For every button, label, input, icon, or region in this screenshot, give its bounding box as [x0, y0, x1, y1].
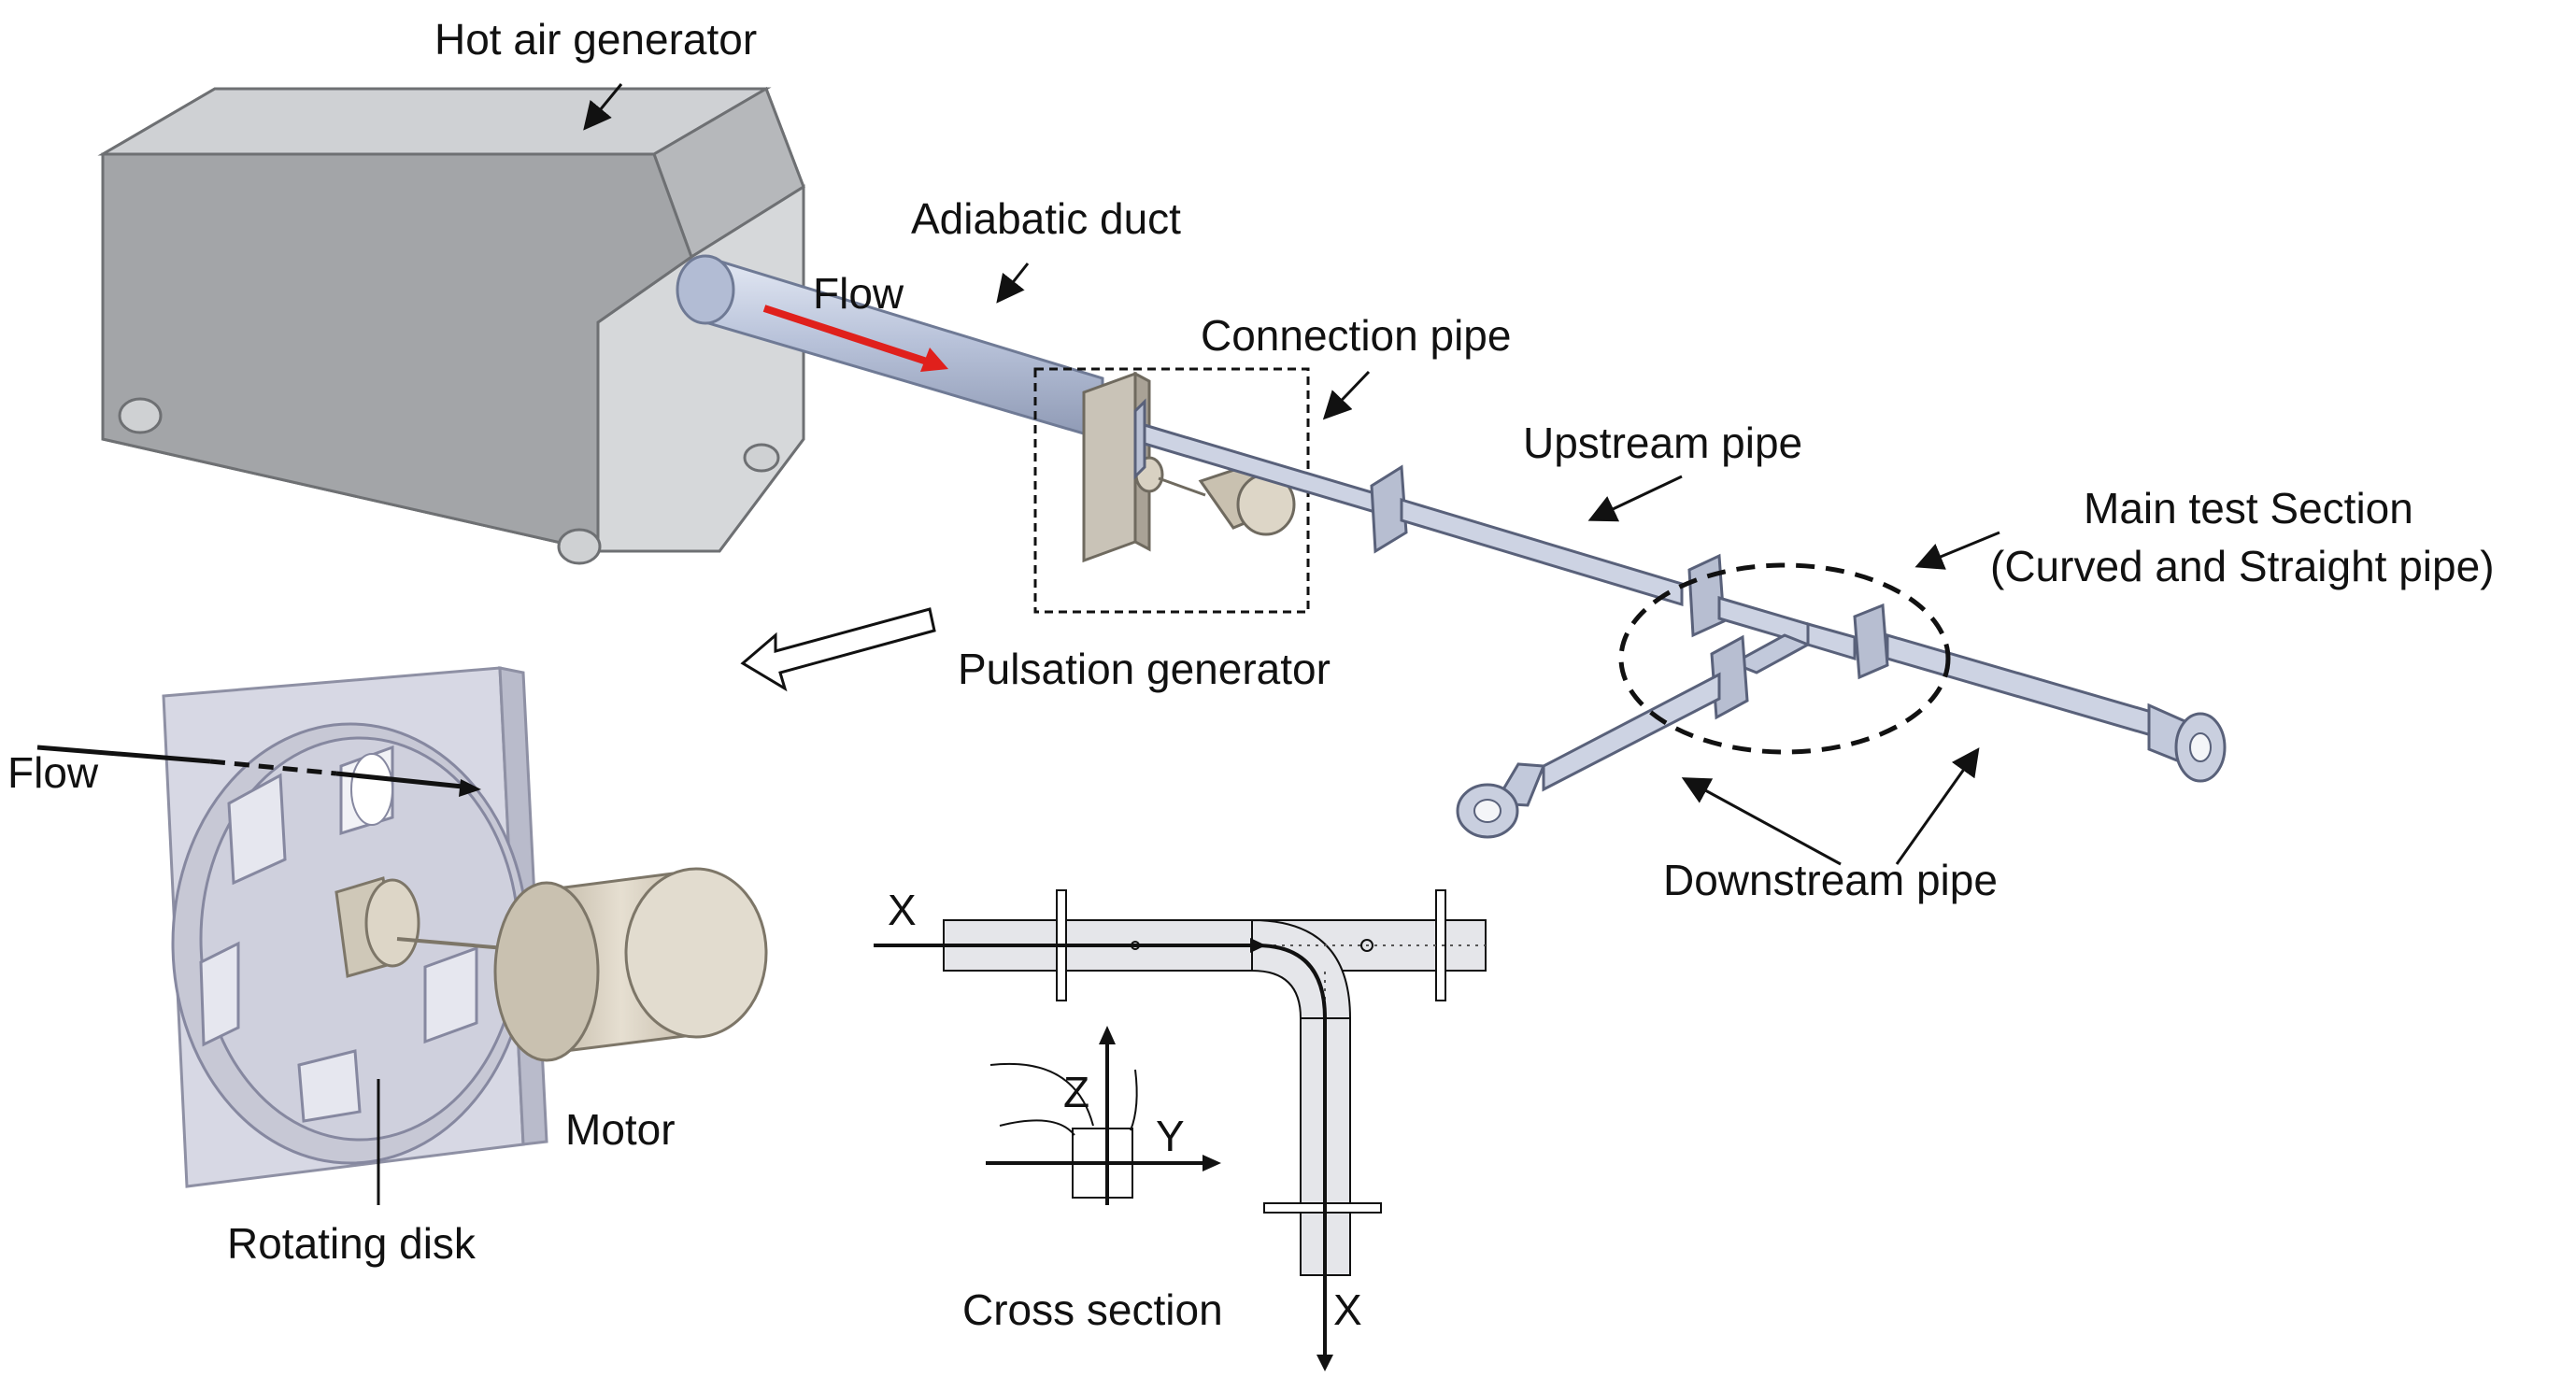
downstream-pipe-right: [2147, 703, 2227, 783]
flow-arrow-red: [762, 305, 948, 372]
label-upstream-pipe: Upstream pipe: [1523, 419, 1802, 467]
pointer-lines: [377, 83, 2000, 1205]
cross-section-axes: [986, 1026, 1221, 1205]
label-rotating-disk: Rotating disk: [227, 1219, 477, 1268]
upstream-pipe: [1400, 497, 1684, 607]
pointer-downstream-right: [1895, 747, 1980, 865]
label-axis-z: Z: [1063, 1068, 1089, 1116]
label-cross-section: Cross section: [962, 1285, 1223, 1334]
pointer-upstream-pipe: [1587, 475, 1683, 522]
label-motor: Motor: [565, 1105, 676, 1154]
connection-pipe: [1133, 398, 1399, 521]
pointer-main-test-section: [1914, 531, 2000, 570]
connection-flange: [1370, 464, 1408, 554]
disk-hub: [334, 876, 505, 978]
label-axis-x-out: X: [1333, 1285, 1362, 1334]
cross-section-schematic: [874, 889, 1487, 1371]
hot-air-generator: [97, 86, 805, 565]
label-flow-left: Flow: [7, 748, 99, 797]
label-main-test-section-1: Main test Section: [2084, 484, 2413, 532]
curved-pipe: [1717, 595, 1812, 674]
pointer-downstream-left: [1681, 777, 1842, 866]
straight-test-pipe: [1806, 603, 2179, 745]
flow-line-detail: [36, 745, 481, 797]
label-adiabatic-duct: Adiabatic duct: [911, 194, 1181, 243]
pointer-connection-pipe: [1322, 370, 1371, 420]
label-axis-x-in: X: [888, 886, 917, 934]
test-section-flange-1: [1687, 553, 1726, 638]
label-downstream-pipe: Downstream pipe: [1663, 856, 1998, 904]
label-main-test-section-2: (Curved and Straight pipe): [1990, 542, 2495, 590]
detail-pointer-arrow: [740, 607, 936, 692]
label-pulsation-generator: Pulsation generator: [958, 645, 1331, 693]
label-axis-y: Y: [1156, 1112, 1185, 1160]
label-hot-air-generator: Hot air generator: [434, 15, 757, 64]
main-test-section-dashed-circle: [1618, 562, 1951, 755]
pointer-hot-air-generator: [583, 83, 623, 131]
motor-body: [493, 867, 768, 1062]
label-flow-top: Flow: [813, 269, 904, 318]
downstream-pipe-left: [1456, 672, 1721, 839]
label-connection-pipe: Connection pipe: [1201, 311, 1511, 360]
pointer-adiabatic-duct: [996, 263, 1030, 304]
